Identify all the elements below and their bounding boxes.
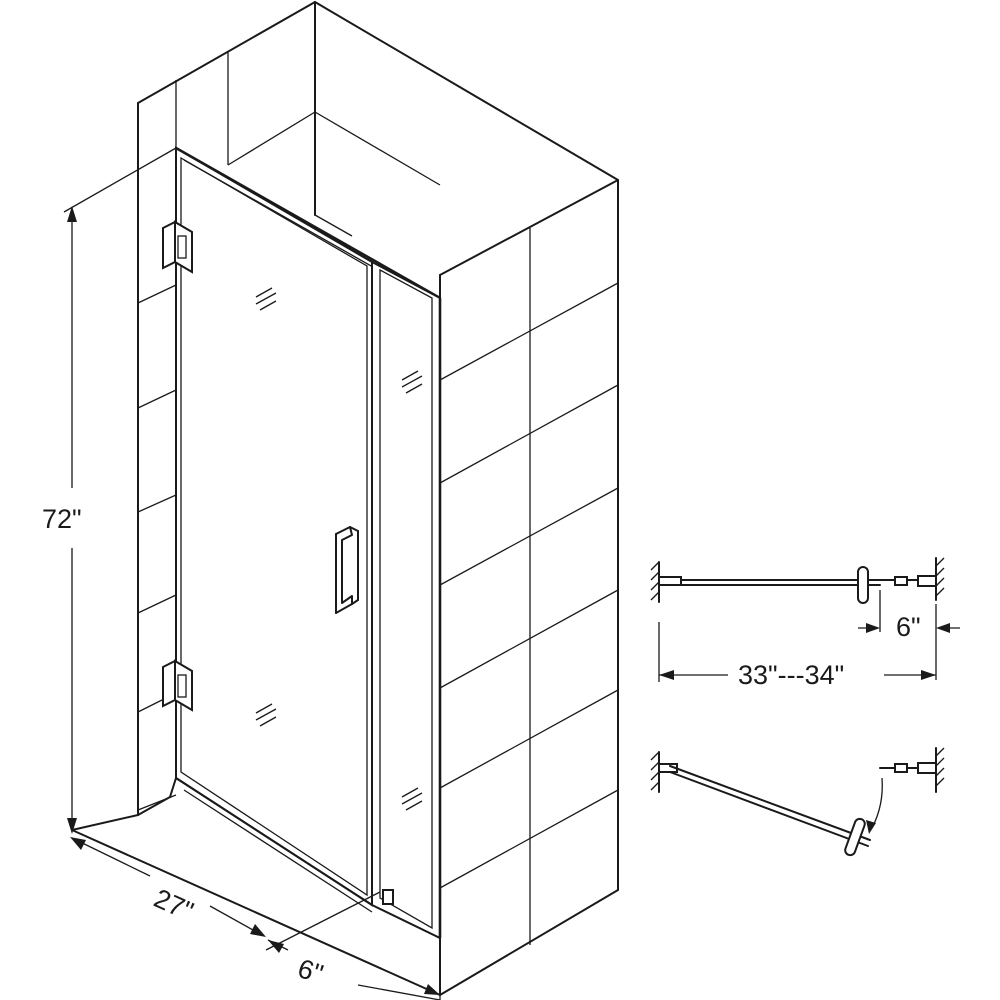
height-label: 72" [42, 504, 82, 534]
width-dimension: 27" [70, 837, 266, 937]
top-view-open [650, 747, 945, 857]
glass-reflection-marks [255, 287, 423, 811]
glass-door [175, 146, 442, 940]
door-handle [335, 526, 359, 614]
left-wall-tiles [137, 284, 177, 811]
detail-span-dimension: 33"---34" [658, 622, 936, 690]
width-label: 27" [150, 883, 198, 927]
bottom-hinge [162, 659, 193, 712]
detail-span-label: 33"---34" [738, 660, 844, 690]
back-wall [137, 1, 619, 816]
top-hinge [162, 220, 193, 274]
right-wall [439, 179, 619, 996]
shower-enclosure [71, 1, 619, 996]
height-dimension: 72" [42, 147, 177, 834]
panel-label: 6" [294, 953, 327, 989]
detail-panel-label: 6" [896, 612, 921, 642]
detail-panel-dimension: 6" [858, 590, 960, 680]
top-view-closed [650, 557, 945, 604]
